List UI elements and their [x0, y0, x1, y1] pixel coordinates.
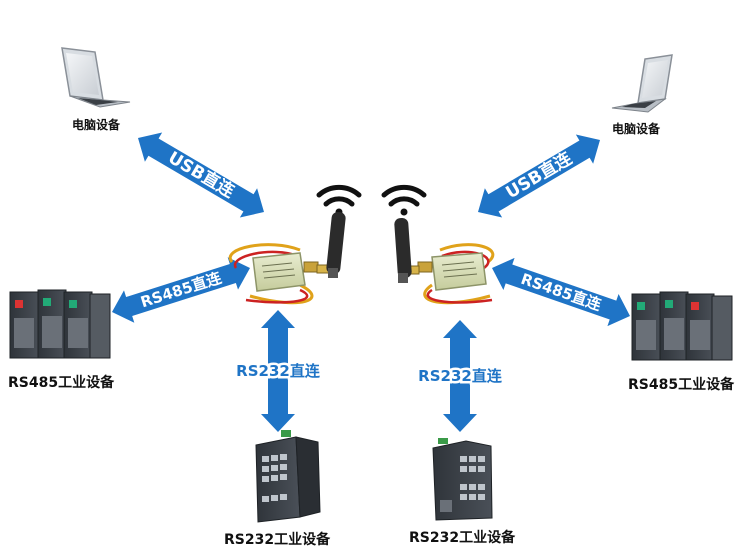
rs485-right-label: RS485工业设备: [628, 377, 735, 393]
usb-right-arrow: USB直连: [478, 134, 600, 218]
usb-left-arrow-shape: [138, 132, 264, 218]
rs232-left-label: RS232工业设备: [224, 532, 331, 548]
rs232-right-arrow: RS232直连: [416, 320, 505, 432]
computer-right-label: 电脑设备: [612, 122, 661, 136]
rs232-right-arrow-shape: [443, 320, 477, 432]
usb-left-arrow-label: USB直连: [164, 147, 238, 203]
wireless-module-right: [404, 243, 495, 305]
rs485-left-label: RS485工业设备: [8, 375, 115, 391]
usb-right-arrow-shape: [478, 134, 600, 218]
rs232-left-arrow: RS232直连: [234, 310, 323, 432]
rs485-device-left-icon: [9, 289, 111, 359]
rs485-device-right-icon: [631, 291, 733, 361]
rs232-left-arrow-label: RS232直连: [236, 362, 321, 380]
usb-left-arrow: USB直连: [138, 132, 264, 218]
rs232-right-arrow-label: RS232直连: [418, 367, 503, 385]
rs232-device-left-icon: [255, 430, 321, 523]
wifi-right-icon: [381, 184, 427, 216]
rs232-device-right-icon: [432, 438, 493, 521]
wireless-module-left: [228, 243, 332, 305]
rs485-left-arrow: RS485直连: [112, 257, 250, 323]
laptop-left-icon: [61, 47, 131, 108]
wifi-left-icon: [316, 184, 362, 216]
usb-right-arrow-label: USB直连: [502, 147, 576, 203]
computer-left-label: 电脑设备: [72, 118, 121, 132]
rs485-left-arrow-shape: [112, 257, 250, 323]
antenna-right-icon: [394, 217, 412, 283]
laptop-right-icon: [611, 54, 673, 113]
rs485-right-arrow-shape: [491, 257, 631, 327]
rs232-right-label: RS232工业设备: [409, 530, 516, 546]
antenna-left-icon: [326, 212, 346, 278]
rs232-left-arrow-shape: [261, 310, 295, 432]
rs485-right-arrow: RS485直连: [491, 257, 631, 327]
